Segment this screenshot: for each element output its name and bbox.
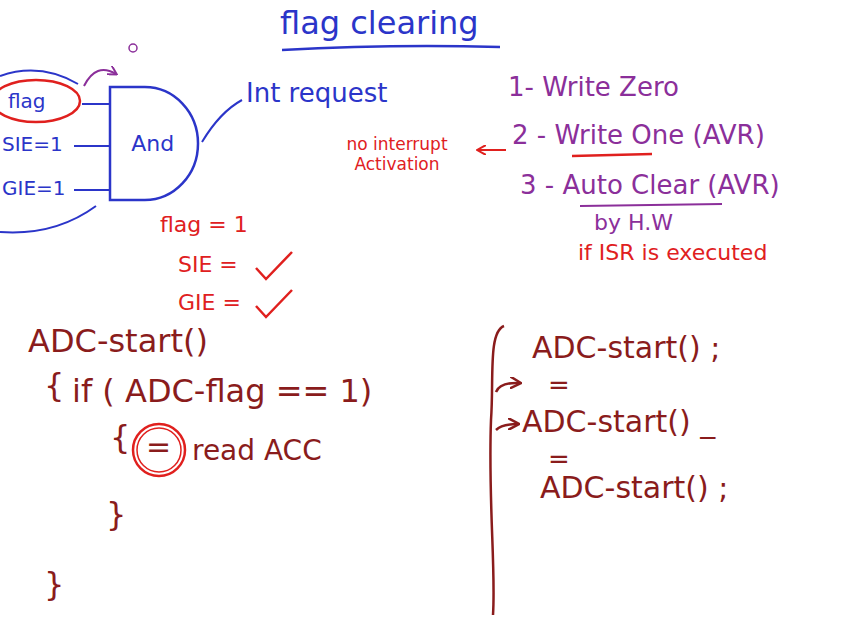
check-mark	[256, 290, 292, 317]
check-mark	[256, 252, 292, 279]
note-item: 2 - Write One (AVR)	[512, 120, 765, 151]
gate-label: And	[131, 131, 174, 156]
condition: flag = 1	[160, 212, 248, 238]
signal-name: flag	[8, 89, 46, 113]
brace-stroke	[490, 326, 504, 615]
output-wire	[202, 100, 242, 142]
note-item: 1- Write Zero	[508, 72, 679, 103]
code-line: read ACC	[192, 434, 322, 468]
highlight-circle	[137, 428, 181, 472]
code-symbol: =	[548, 370, 570, 401]
loop-arrow	[496, 424, 518, 430]
code-line: ADC-start() ;	[532, 330, 720, 366]
code-line: ADC-start() ;	[540, 470, 728, 506]
signal-name: Int request	[246, 78, 387, 109]
input-outline	[0, 71, 78, 84]
code-brace: {	[44, 366, 64, 404]
input-wire	[74, 189, 110, 191]
code-line: ADC-start()	[28, 322, 208, 360]
pointer-arrow	[84, 70, 116, 86]
input-wire	[74, 145, 110, 147]
condition: GIE =	[178, 290, 241, 316]
code-symbol: =	[146, 429, 171, 465]
highlight-ellipse	[0, 80, 80, 122]
note: if ISR is executed	[578, 240, 767, 266]
code-line: if ( ADC-flag == 1)	[72, 372, 372, 410]
dot-mark	[129, 44, 137, 52]
input-outline	[0, 206, 96, 232]
note: by H.W	[594, 210, 673, 236]
signal-name: GIE=1	[2, 176, 66, 200]
condition: SIE =	[178, 252, 238, 278]
emphasis-underline	[580, 204, 722, 206]
loop-arrow	[496, 383, 520, 392]
code-brace: {	[110, 418, 130, 456]
and-gate: And	[108, 85, 200, 202]
note-arrow	[478, 149, 506, 151]
title-underline	[282, 46, 500, 50]
title: flag clearing	[280, 4, 479, 42]
gate-outline-path	[110, 87, 198, 200]
code-brace: }	[106, 495, 126, 533]
signal-name: SIE=1	[2, 132, 63, 156]
input-wire	[82, 103, 110, 105]
highlight-circle	[133, 424, 185, 476]
note: no interrupt Activation	[322, 134, 472, 175]
note-item: 3 - Auto Clear (AVR)	[520, 170, 780, 201]
code-line: ADC-start() _	[522, 404, 715, 440]
code-brace: }	[44, 565, 64, 603]
emphasis-underline	[572, 154, 652, 156]
